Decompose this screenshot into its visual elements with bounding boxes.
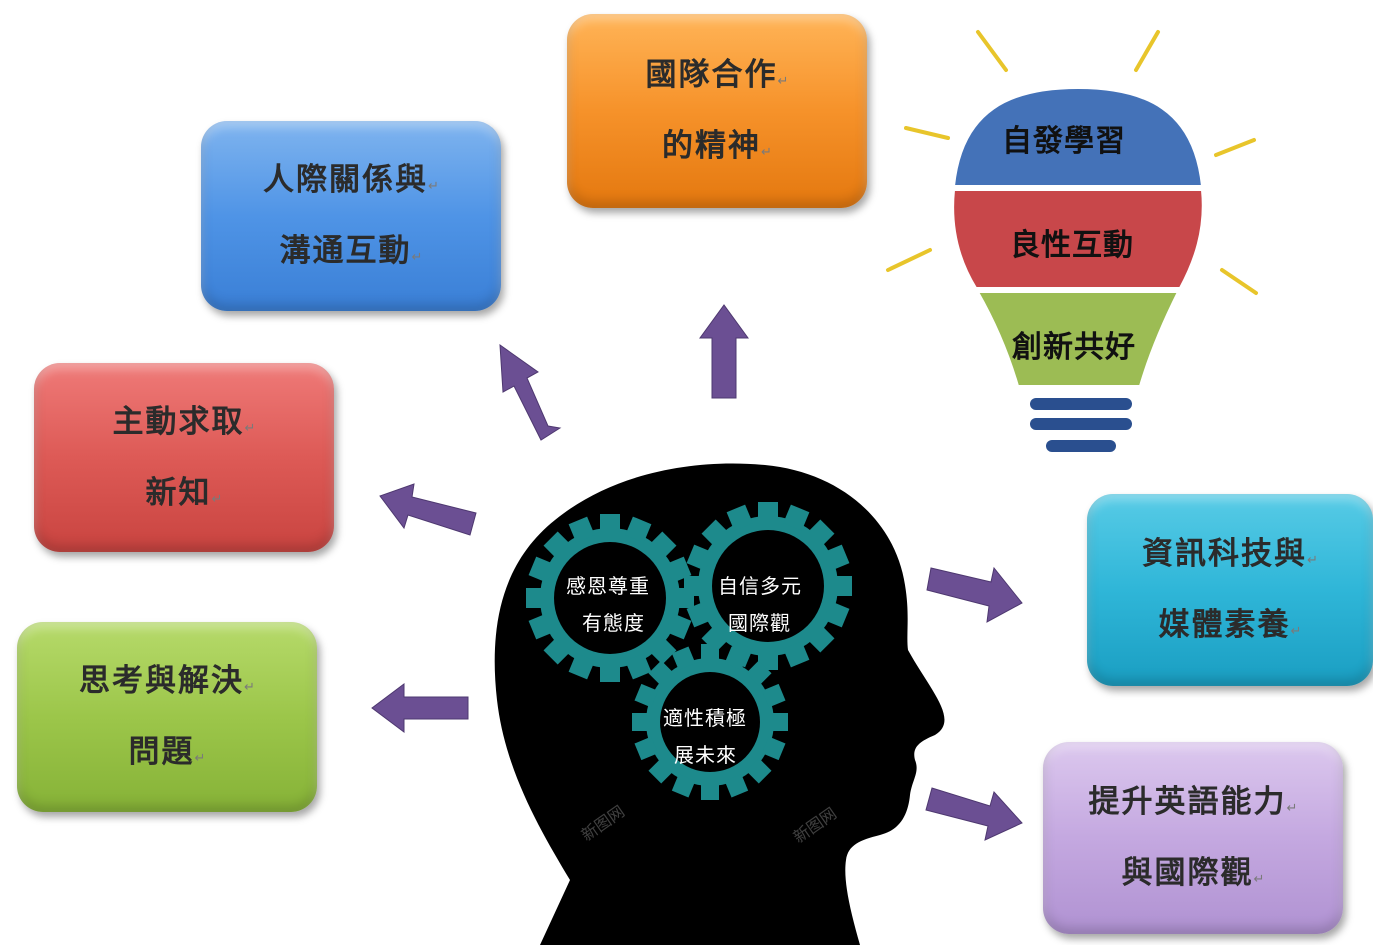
bulb-middle-label: 良性互動	[1010, 228, 1134, 263]
arrow-left-red-icon	[379, 483, 477, 536]
active-learning-box: 主動求取↵ 新知↵	[34, 363, 334, 552]
teamwork-line1: 國隊合作↵	[645, 57, 789, 93]
problem-solving-box: 思考與解決↵ 問題↵	[17, 622, 317, 812]
arrow-left-green-icon	[371, 683, 469, 733]
media-literacy-box: 資訊科技與↵ 媒體素養↵	[1087, 494, 1373, 686]
bulb-bottom-segment	[976, 291, 1180, 387]
teamwork-box: 國隊合作↵ 的精神↵	[567, 14, 867, 208]
media-literacy-line2: 媒體素養↵	[1158, 607, 1302, 643]
gear-right-line1: 自信多元	[718, 574, 802, 598]
relationship-line2: 溝通互動↵	[279, 233, 423, 269]
arrow-right-lavender-icon	[925, 787, 1023, 841]
problem-solving-line2: 問題↵	[128, 734, 206, 770]
arrow-up-icon	[699, 304, 749, 399]
gear-left-line2: 有態度	[582, 611, 645, 635]
gear-bottom-line1: 適性積極	[663, 706, 747, 730]
active-learning-line1: 主動求取↵	[112, 403, 256, 440]
gear-right-line2: 國際觀	[728, 611, 791, 635]
arrow-up-left-icon	[499, 343, 562, 441]
relationship-line1: 人際關係與↵	[263, 162, 439, 198]
media-literacy-line1: 資訊科技與↵	[1142, 536, 1318, 572]
active-learning-line2: 新知↵	[145, 474, 223, 511]
bulb-top-segment	[952, 86, 1204, 187]
relationship-box: 人際關係與↵ 溝通互動↵	[201, 121, 501, 311]
arrow-right-cyan-icon	[926, 566, 1023, 623]
teamwork-line2: 的精神↵	[662, 128, 772, 164]
bulb-top-label: 自發學習	[1002, 124, 1126, 159]
lightbulb-icon	[886, 30, 1258, 452]
gear-bottom-line2: 展未來	[674, 743, 737, 767]
problem-solving-line1: 思考與解決↵	[79, 663, 255, 699]
bulb-middle-segment	[952, 189, 1204, 289]
bulb-bottom-label: 創新共好	[1012, 330, 1136, 365]
gear-left-line1: 感恩尊重	[566, 574, 650, 598]
english-ability-line1: 提升英語能力↵	[1088, 784, 1298, 820]
english-ability-line2: 與國際觀↵	[1121, 855, 1265, 891]
gear-right-icon	[684, 502, 852, 670]
english-ability-box: 提升英語能力↵ 與國際觀↵	[1043, 742, 1343, 934]
